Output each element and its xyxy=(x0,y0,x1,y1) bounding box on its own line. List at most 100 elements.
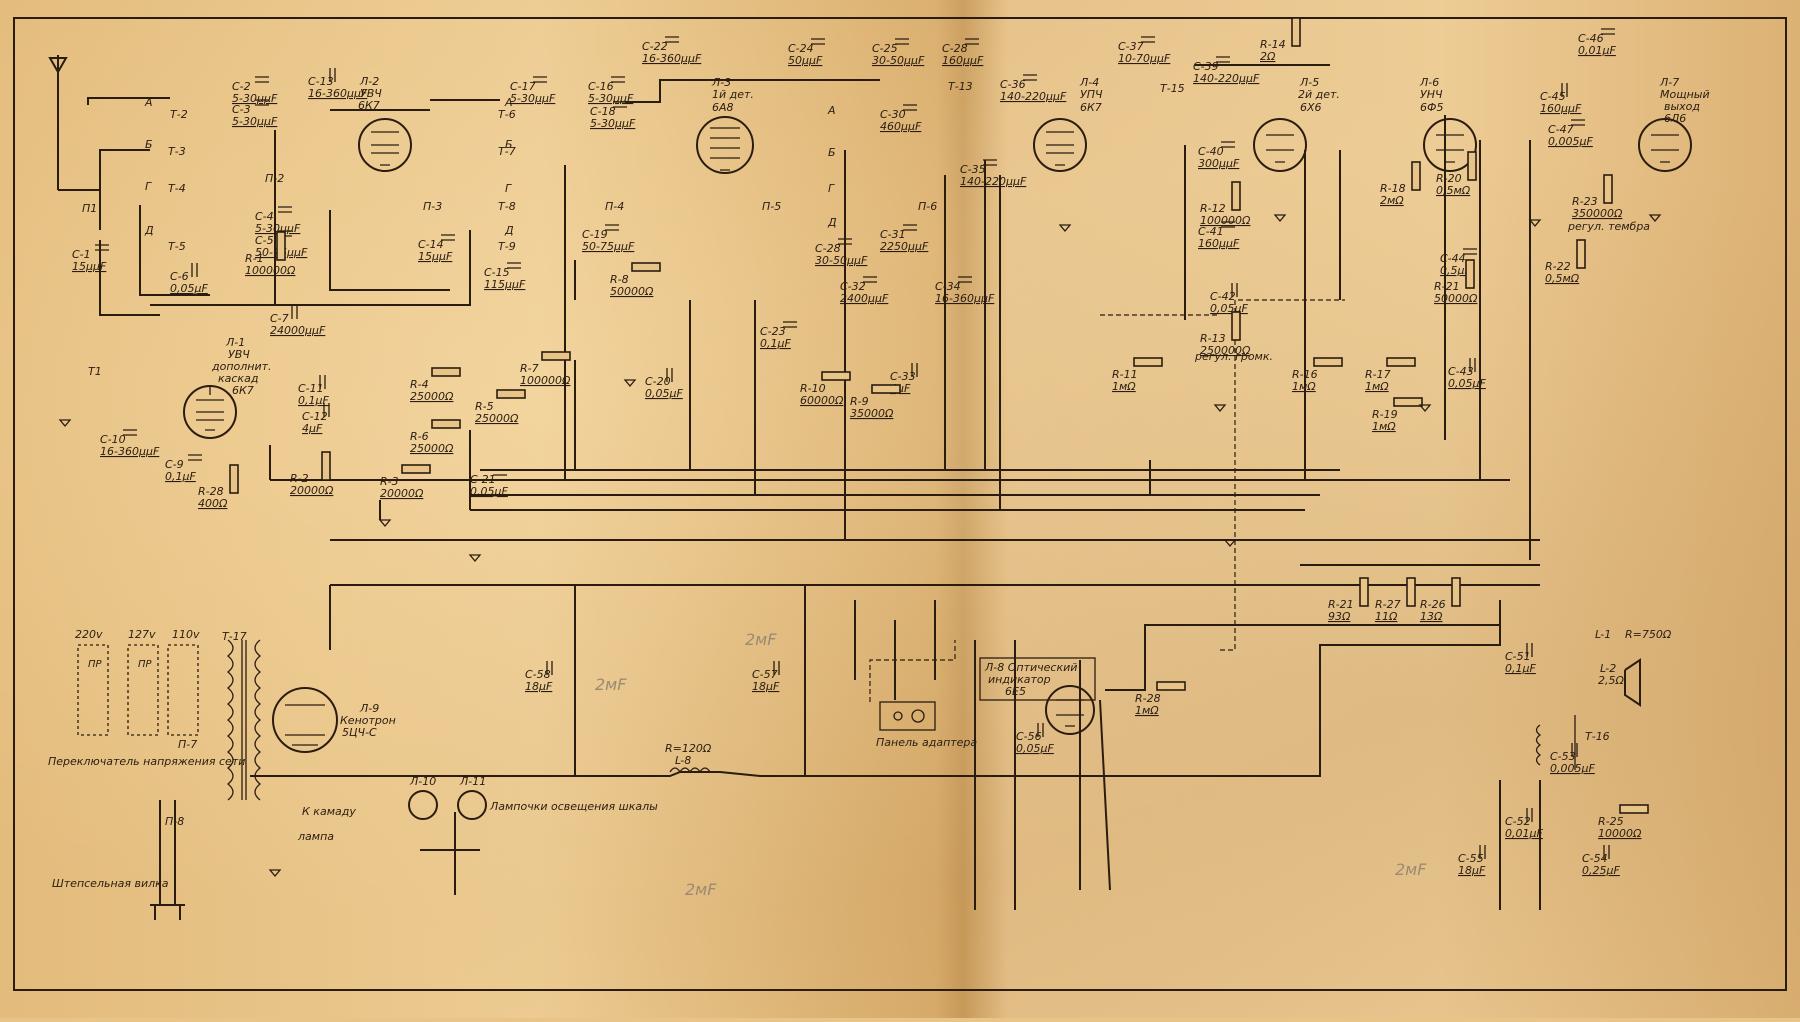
coil-l2-label: L-2 xyxy=(1600,662,1616,675)
component-label: R-200,5мΩ xyxy=(1436,172,1471,197)
tube-l1-label: Л-1 УВЧ дополнит. каскад 6К7 xyxy=(211,336,272,397)
component-value: 100000Ω xyxy=(520,374,571,387)
component-value: 160μμF xyxy=(1198,237,1240,250)
wiring xyxy=(58,64,1541,910)
component-name: С-28 xyxy=(815,242,841,255)
capacitor-symbol xyxy=(613,101,627,108)
capacitor-symbol xyxy=(441,234,455,241)
capacitor-symbol xyxy=(291,305,298,319)
component-label: С-175-30μμF xyxy=(510,80,556,105)
component-label: С-45-30μμF xyxy=(255,210,301,235)
tube-label-line: Л-7 xyxy=(1659,76,1679,89)
component-name: С-9 xyxy=(165,458,184,471)
band-letter: Д xyxy=(504,224,514,237)
tube-l5: Л-5 2й дет. 6Х6 xyxy=(1253,76,1340,172)
component-name: R-3 xyxy=(380,475,399,488)
mains-plug-icon xyxy=(150,800,185,920)
resistor-symbol xyxy=(1393,397,1423,407)
component-label: С-460,01μF xyxy=(1578,32,1616,57)
capacitor-symbol xyxy=(1221,221,1235,228)
transformer-label: Т-3 xyxy=(168,145,186,158)
component-label: С-470,005μF xyxy=(1548,123,1593,148)
component-value: 0,005μF xyxy=(1550,762,1595,775)
tube-label-line: 5ЦЧ-С xyxy=(342,726,377,739)
transformer-label: Т-5 xyxy=(168,240,186,253)
tube-label-line: Л-6 xyxy=(1419,76,1439,89)
component-label: С-560,05μF xyxy=(1016,730,1054,755)
filter-choke-l8: R=120Ω L-8 xyxy=(665,742,712,774)
component-name: С-55 xyxy=(1458,852,1484,865)
band-letter: Б xyxy=(145,138,153,151)
capacitor-symbol xyxy=(1526,808,1533,822)
component-value: 0,05μF xyxy=(1448,377,1486,390)
kinescope-label: К камаду xyxy=(302,805,356,818)
component-value: 16-360μμF xyxy=(935,292,995,305)
resistor-symbol xyxy=(321,451,331,481)
component-value: 10000Ω xyxy=(1598,827,1642,840)
component-value: 5-30μμF xyxy=(232,92,278,105)
resistor-symbol xyxy=(1467,151,1477,181)
capacitor-symbol xyxy=(958,276,972,283)
component-name: С-34 xyxy=(935,280,961,293)
component-label: С-185-30μμF xyxy=(590,105,636,130)
band-letter: Г xyxy=(828,182,835,195)
component-label: С-230,1μF xyxy=(760,325,791,350)
tube-l9-rectifier: Л-9 Кенотрон 5ЦЧ-С xyxy=(272,687,396,753)
component-name: R-14 xyxy=(1260,38,1286,51)
component-value: 0,01μF xyxy=(1505,827,1543,840)
capacitor-symbol xyxy=(1231,283,1238,297)
adapter-panel: Панель адаптера xyxy=(876,701,977,749)
switch-label: П-7 xyxy=(178,738,197,751)
component-value: 0,05μF xyxy=(1016,742,1054,755)
capacitor-symbol xyxy=(1216,56,1230,63)
component-name: С-46 xyxy=(1578,32,1604,45)
component-name: С-47 xyxy=(1548,123,1574,136)
component-name: R-20 xyxy=(1436,172,1462,185)
component-name: R-11 xyxy=(1112,368,1138,381)
voltage-selector-switch[interactable]: 220v 127v 110v ПР ПР xyxy=(75,628,200,736)
component-label: С-510,1μF xyxy=(1505,650,1536,675)
component-value: 0,5мΩ xyxy=(1436,184,1471,197)
component-name: R-28 xyxy=(1135,692,1161,705)
resistor-symbol xyxy=(229,464,239,494)
shielded-wire xyxy=(869,299,1345,702)
component-value: 5-30μμF xyxy=(590,117,636,130)
capacitor-c53: С-530,005μF xyxy=(1550,743,1595,775)
tube-l2: Л-2 УВЧ 6К7 xyxy=(358,75,412,172)
component-name: С-12 xyxy=(302,410,328,423)
capacitor-c21: С-210,05μF xyxy=(470,469,508,498)
component-value: 50000Ω xyxy=(1434,292,1478,305)
component-value: 250000Ω xyxy=(1200,344,1251,357)
component-name: R-10 xyxy=(800,382,826,395)
component-value: 5-30μμF xyxy=(232,115,278,128)
capacitor-symbol xyxy=(255,99,269,106)
tube-label-line: УВЧ xyxy=(228,348,250,361)
component-value: 0,1μF xyxy=(298,394,329,407)
